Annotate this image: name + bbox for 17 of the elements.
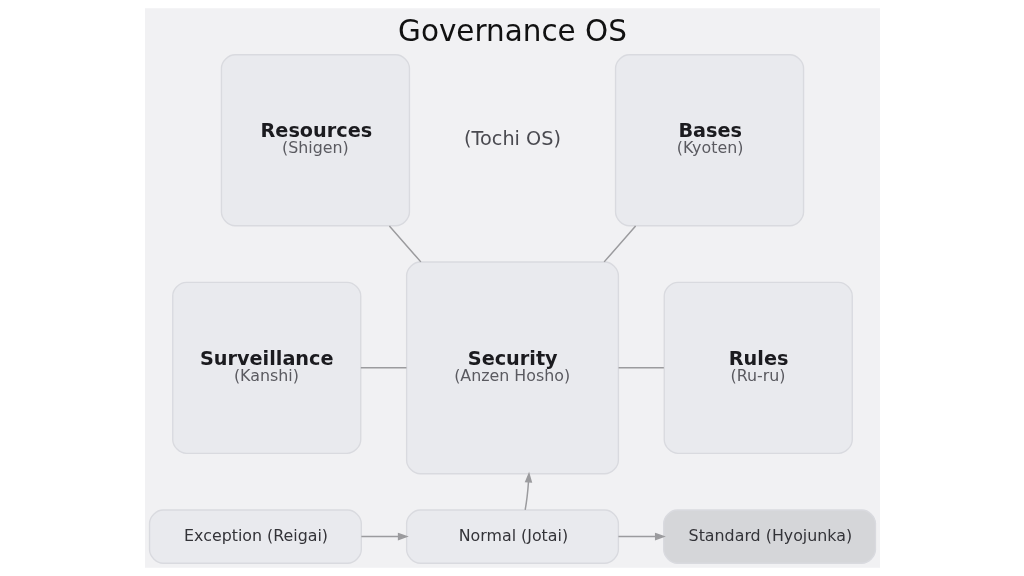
node-box: Security (Anzen Hosho): [405, 261, 619, 475]
node-box: Exception (Reigai): [148, 509, 362, 564]
connector: [388, 225, 422, 263]
arrow: [523, 471, 532, 511]
label: (Tochi OS): [463, 126, 561, 150]
diagram-title: Governance OS: [397, 13, 627, 48]
node-box: Surveillance (Kanshi): [171, 281, 361, 455]
node-box: Rules (Ru-ru): [663, 281, 853, 455]
connector: [602, 225, 636, 263]
node-box: Standard (Hyojunka): [662, 509, 876, 564]
connector: [359, 367, 407, 369]
node-box: Normal (Jotai): [405, 509, 619, 564]
node-box: Resources (Shigen): [220, 54, 410, 227]
arrow: [617, 532, 666, 541]
arrow: [360, 532, 409, 541]
connector: [617, 367, 665, 369]
node-box: Bases (Kyoten): [614, 54, 804, 227]
